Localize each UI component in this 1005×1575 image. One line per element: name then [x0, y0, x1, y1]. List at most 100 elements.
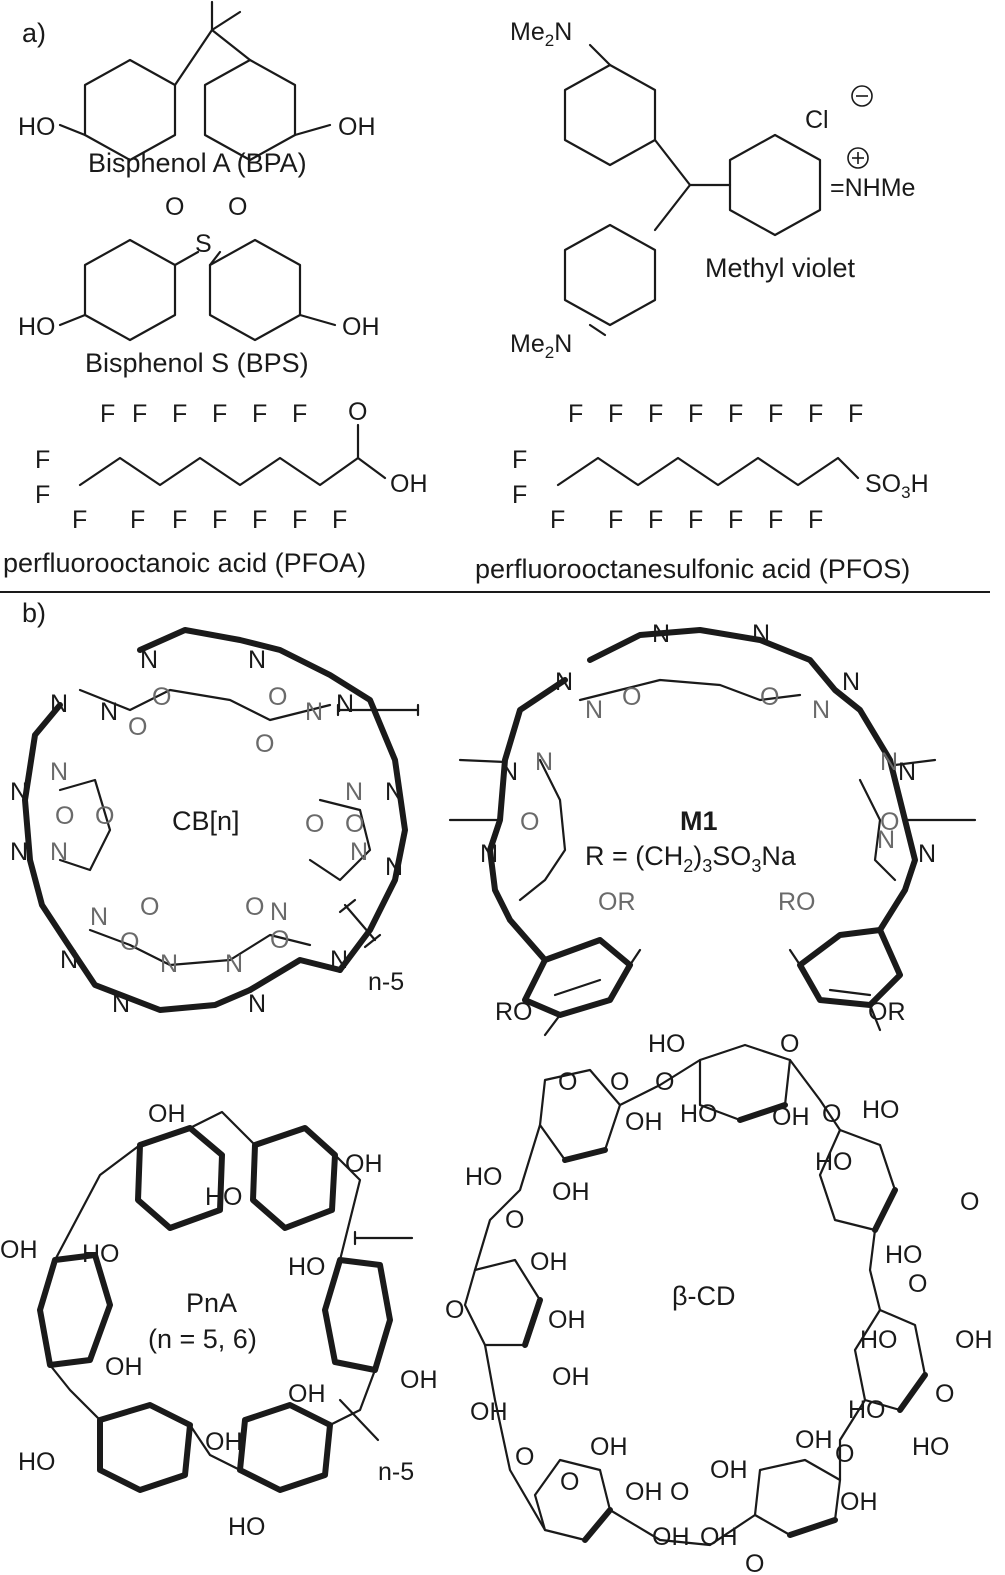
cb-n: N — [10, 778, 28, 806]
cd-oh: OH — [530, 1248, 568, 1276]
cb-n: N — [50, 690, 68, 718]
m1-n: N — [842, 668, 860, 696]
cb-n: N — [50, 758, 68, 786]
pna-ho: HO — [228, 1513, 266, 1541]
m1-o: O — [880, 808, 899, 836]
pfoa-f: F — [130, 506, 145, 534]
pna-ho: HO — [288, 1253, 326, 1281]
pfoa-f: F — [252, 400, 267, 428]
label-m1: M1 — [680, 806, 718, 836]
cd-o: O — [745, 1550, 764, 1575]
panel-label-a: a) — [22, 18, 46, 48]
pfoa-f: F — [172, 506, 187, 534]
bpa-oh: OH — [338, 113, 376, 141]
cd-ho: HO — [860, 1326, 898, 1354]
cd-ho: HO — [680, 1100, 718, 1128]
cb-o: O — [120, 928, 139, 956]
label-bpa: Bisphenol A (BPA) — [88, 148, 307, 178]
bpa-structure: HO OH — [18, 0, 376, 162]
cb-o: O — [95, 802, 114, 830]
pfoa-f: F — [35, 446, 50, 474]
pna-n-5: n-5 — [378, 1458, 414, 1486]
bps-ho: HO — [18, 313, 56, 341]
label-pna: PnA — [186, 1288, 237, 1318]
pfos-f: F — [688, 506, 703, 534]
cd-oh: OH — [625, 1478, 663, 1506]
cb-o: O — [305, 810, 324, 838]
methyl-violet-structure: Me2N Me2N =NHMe Cl — [510, 18, 915, 362]
cd-oh: OH — [700, 1523, 738, 1551]
bps-o1: O — [165, 193, 184, 221]
pfos-f: F — [512, 481, 527, 509]
cd-ho: HO — [848, 1396, 886, 1424]
beta-cd-structure: HO O HO OH O O HO HO O HO O HO OH HO O H… — [445, 1030, 993, 1575]
cb-n: N — [336, 690, 354, 718]
pfos-f: F — [728, 506, 743, 534]
m1-n: N — [535, 748, 553, 776]
pfoa-oh: OH — [390, 470, 428, 498]
m1-o: O — [520, 808, 539, 836]
cd-oh: OH — [552, 1178, 590, 1206]
cb-n: N — [305, 698, 323, 726]
pfos-structure: SO3H F F F F F F F F F F F F F F F F F — [512, 400, 929, 534]
pfos-f: F — [512, 446, 527, 474]
cb-o: O — [152, 683, 171, 711]
cd-oh: OH — [710, 1456, 748, 1484]
pfoa-f: F — [252, 506, 267, 534]
pfoa-f: F — [212, 506, 227, 534]
pfos-f: F — [608, 400, 623, 428]
cb-o: O — [245, 893, 264, 921]
cb-n: N — [160, 950, 178, 978]
m1-or-bottom: OR — [868, 998, 906, 1026]
cbn-structure: N N N N N N O O O O N N N N O O N N N N … — [10, 627, 420, 1018]
pfoa-f: F — [292, 506, 307, 534]
cd-o: O — [560, 1468, 579, 1496]
m1-n: N — [877, 826, 895, 854]
cb-n: N — [330, 946, 348, 974]
pna-oh: OH — [205, 1428, 243, 1456]
m1-n: N — [585, 696, 603, 724]
m1-ro-bottom: RO — [495, 998, 533, 1026]
pfos-f: F — [808, 506, 823, 534]
pfoa-f: F — [35, 481, 50, 509]
m1-structure: N N N N N N O O N N N N N N N O O OR RO … — [448, 620, 977, 1037]
cd-ho: HO — [862, 1096, 900, 1124]
pfos-f: F — [568, 400, 583, 428]
cd-oh: OH — [795, 1426, 833, 1454]
pfoa-f: F — [172, 400, 187, 428]
cd-oh: OH — [548, 1306, 586, 1334]
cd-oh: OH — [470, 1398, 508, 1426]
pfoa-f: F — [132, 400, 147, 428]
cd-oh: OH — [652, 1523, 690, 1551]
pfoa-structure: O OH F F F F F F F F F F F F F F F — [35, 398, 428, 534]
cd-o: O — [935, 1380, 954, 1408]
label-methyl-violet: Methyl violet — [705, 253, 856, 283]
cb-n: N — [385, 778, 403, 806]
pfos-f: F — [768, 400, 783, 428]
m1-n: N — [752, 620, 770, 648]
label-beta-cd: β-CD — [672, 1281, 736, 1311]
pna-ho: HO — [18, 1448, 56, 1476]
cb-o: O — [345, 810, 364, 838]
label-bps: Bisphenol S (BPS) — [85, 348, 309, 378]
cd-ho: HO — [648, 1030, 686, 1058]
mv-nhme: =NHMe — [830, 174, 915, 202]
bps-s: S — [195, 230, 212, 258]
cb-n: N — [248, 990, 266, 1018]
cb-n: N — [90, 903, 108, 931]
cd-oh: OH — [955, 1326, 993, 1354]
label-pfos: perfluorooctanesulfonic acid (PFOS) — [475, 554, 910, 584]
m1-n: N — [898, 758, 916, 786]
cb-o: O — [128, 713, 147, 741]
pfos-f: F — [608, 506, 623, 534]
bps-oh: OH — [342, 313, 380, 341]
cd-oh: OH — [625, 1108, 663, 1136]
cd-o: O — [822, 1100, 841, 1128]
cd-o: O — [610, 1068, 629, 1096]
m1-n: N — [918, 840, 936, 868]
cb-o: O — [55, 802, 74, 830]
cd-o: O — [780, 1030, 799, 1058]
cb-o: O — [270, 926, 289, 954]
